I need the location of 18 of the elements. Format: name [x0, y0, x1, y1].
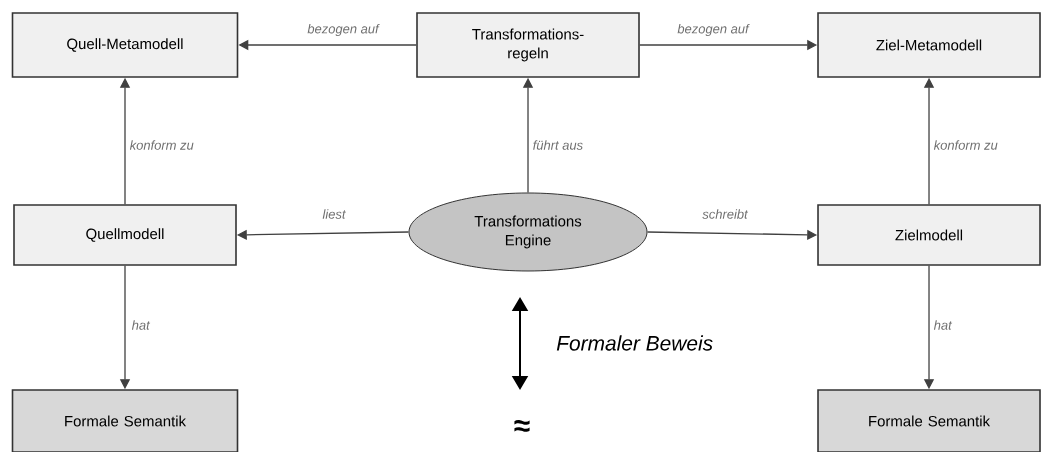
proof-label: Formaler Beweis — [556, 335, 713, 351]
edge-label: bezogen auf — [675, 22, 751, 38]
semantics-box: Formale Semantik — [11, 389, 239, 452]
edge-label: bezogen auf — [305, 22, 381, 38]
edge-label: liest — [321, 207, 347, 221]
edge-label: führt aus — [531, 138, 585, 152]
edge-label: hat — [932, 318, 954, 332]
model-box: Quellmodell — [13, 204, 237, 266]
semantics-box: Formale Semantik — [817, 389, 1041, 452]
model-box: Transformations- regeln — [416, 12, 640, 78]
edge-label: konform zu — [932, 138, 1000, 152]
edge-label: schreibt — [700, 207, 750, 221]
approx-symbol: ≈ — [514, 420, 530, 432]
edge-label: hat — [130, 318, 152, 332]
model-box: Quell-Metamodell — [11, 12, 239, 78]
model-box: Ziel-Metamodell — [817, 12, 1041, 78]
edge-label: konform zu — [128, 138, 196, 152]
model-box: Zielmodell — [817, 204, 1041, 266]
